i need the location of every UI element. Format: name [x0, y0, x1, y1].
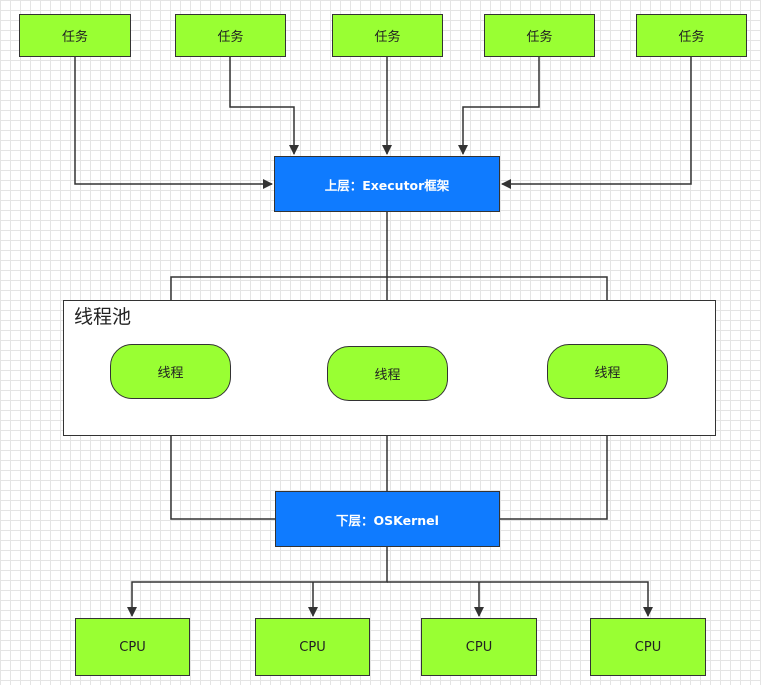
executor-layer-box: 上层：Executor框架 — [274, 156, 500, 212]
arrow-kernel-to-thread3 — [500, 400, 612, 520]
task-node-5: 任务 — [636, 14, 747, 57]
task-node-2: 任务 — [175, 14, 286, 57]
task-node-1: 任务 — [19, 14, 131, 57]
thread-node-3: 线程 — [547, 344, 668, 399]
cpu-node-4: CPU — [590, 618, 706, 676]
task-node-3: 任务 — [332, 14, 443, 57]
arrow-kernel-bus — [127, 547, 388, 617]
arrow-task1-to-executor — [74, 57, 273, 189]
arrow-task4-to-executor — [458, 57, 540, 155]
thread-node-2: 线程 — [327, 346, 448, 401]
cpu-node-3: CPU — [421, 618, 537, 676]
thread-pool-label: 线程池 — [74, 306, 132, 328]
arrow-kernel-to-cpu4 — [387, 581, 653, 617]
arrow-kernel-to-thread1 — [166, 400, 275, 520]
os-kernel-layer-box: 下层：OSKernel — [275, 491, 500, 547]
arrow-task2-to-executor — [229, 57, 299, 155]
thread-node-1: 线程 — [110, 344, 231, 399]
cpu-node-1: CPU — [75, 618, 190, 676]
cpu-node-2: CPU — [255, 618, 370, 676]
task-node-4: 任务 — [484, 14, 595, 57]
arrow-task5-to-executor — [501, 57, 692, 189]
